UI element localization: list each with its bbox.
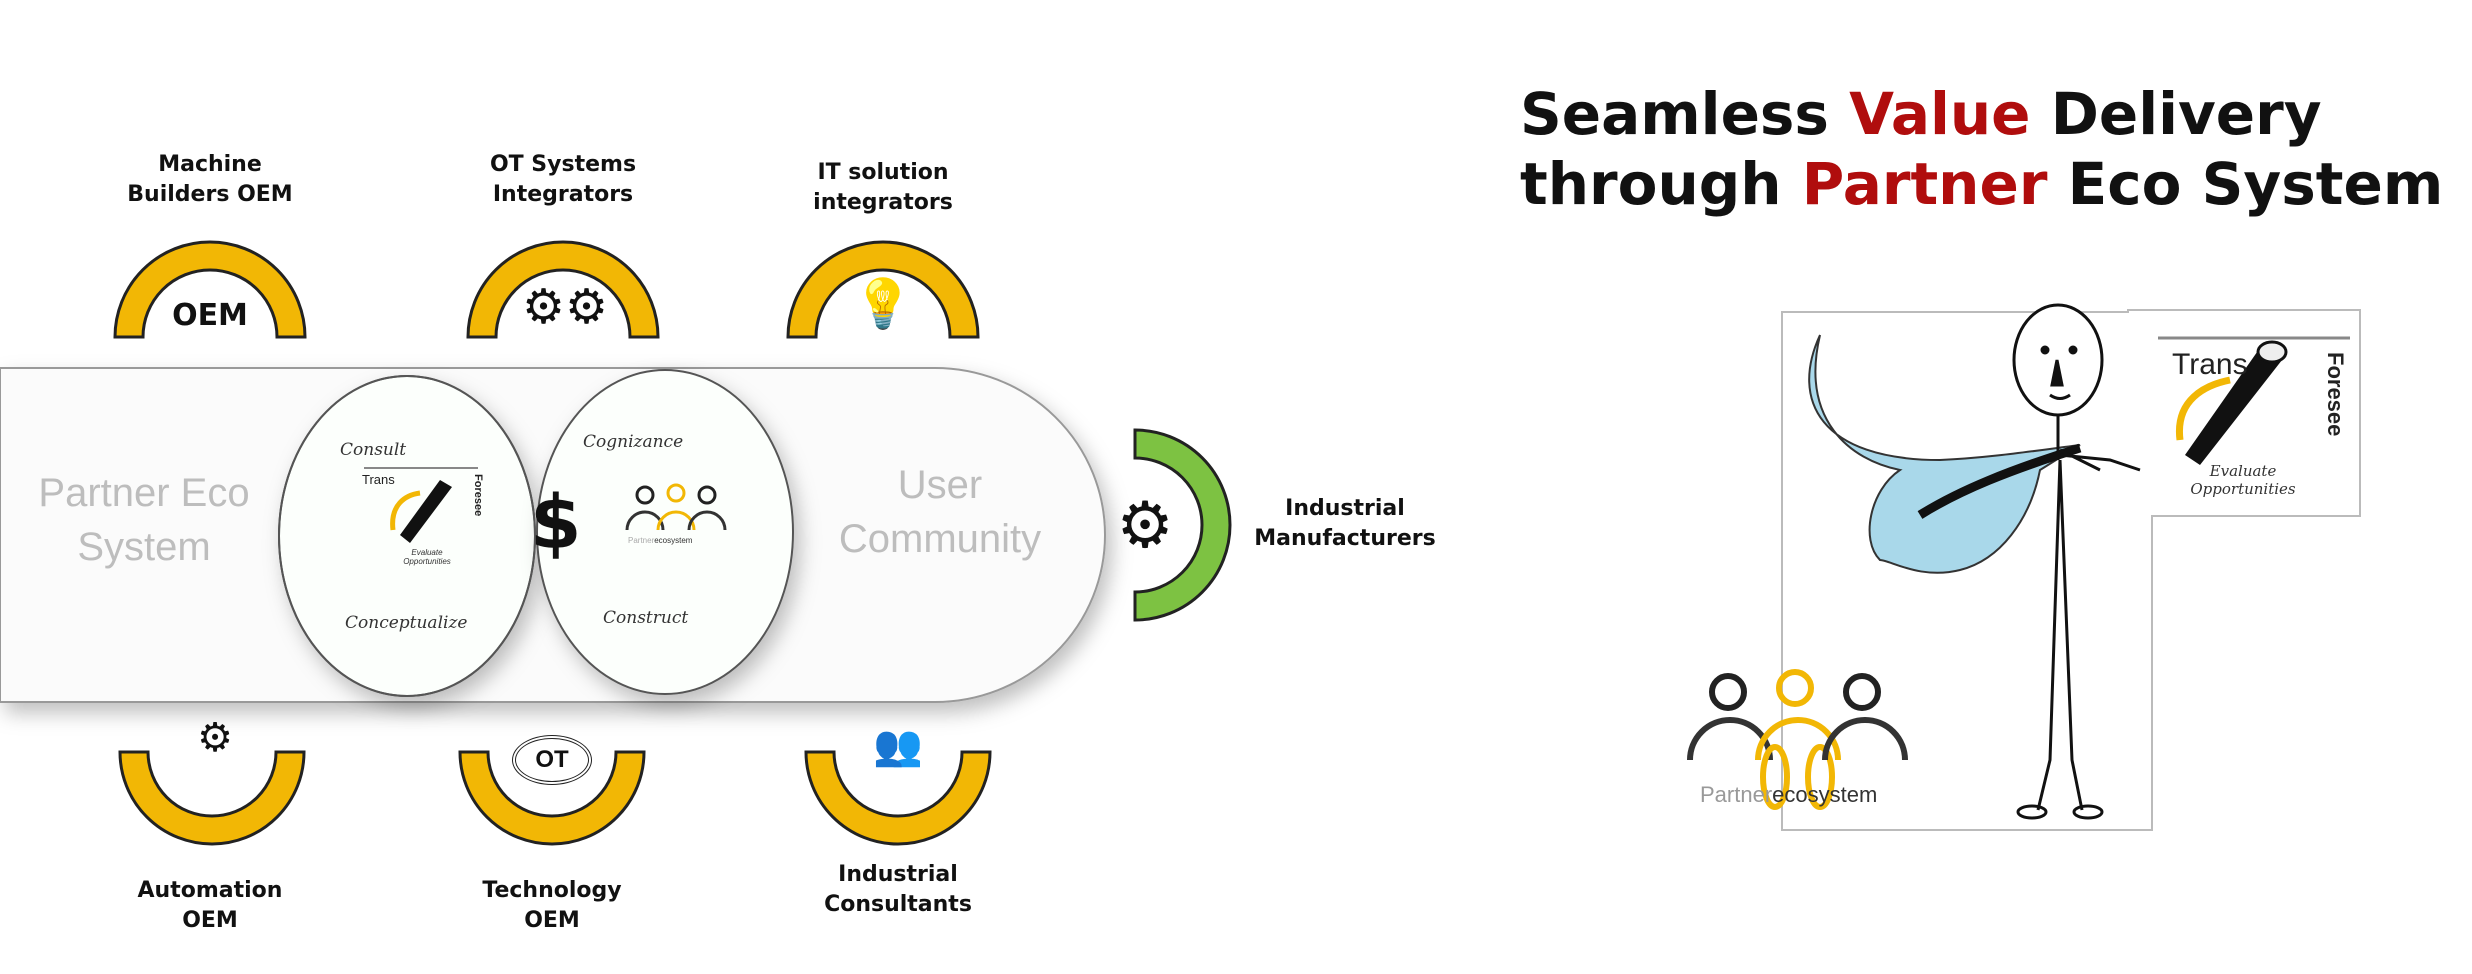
gears-icon: ⚙⚙ xyxy=(521,281,609,334)
automation-robot-icon: ⚙ xyxy=(197,716,233,760)
bottom-arches xyxy=(118,750,992,846)
oem-robot-arm-icon: OEM xyxy=(172,298,248,333)
venn-trans-text: Trans xyxy=(362,472,395,487)
arch-ot-systems xyxy=(466,240,660,339)
arch-industrial-manufacturers xyxy=(1133,428,1232,622)
venn-cognizance: Cognizance xyxy=(583,432,684,452)
trans-foresee-logo-telescope-icon xyxy=(2158,336,2350,465)
venn-construct: Construct xyxy=(603,608,689,628)
venn-foresee-text: Foresee xyxy=(472,474,484,517)
consultants-meeting-icon: 👥 xyxy=(873,724,923,768)
arch-it-solution xyxy=(786,240,980,339)
partner-ecosystem-wordmark: Partnerecosystem xyxy=(1700,782,1878,807)
venn-conceptualize: Conceptualize xyxy=(345,613,468,633)
venn-partner-ecosystem-text: Partnerecosystem xyxy=(628,536,693,545)
venn-right-circle xyxy=(536,369,794,695)
arch-automation xyxy=(118,750,306,846)
arch-machine-builders xyxy=(113,240,307,339)
foresee-text: Foresee xyxy=(2323,352,2348,437)
lightbulb-hands-icon: 💡 xyxy=(853,278,913,331)
factory-gear-icon: ⚙ xyxy=(1116,489,1174,561)
trans-text: Trans xyxy=(2172,348,2248,381)
superhero-stick-figure xyxy=(1808,303,2141,820)
venn-consult: Consult xyxy=(340,440,407,460)
partner-ecosystem-logo-people-icon xyxy=(1687,669,1908,810)
dollar-icon: $ xyxy=(530,480,582,566)
venn-trans-foresee-logo-icon xyxy=(364,467,478,543)
top-arches xyxy=(113,240,980,339)
title-line-2: through Partner Eco System xyxy=(1520,150,2444,218)
arch-technology xyxy=(458,750,646,846)
venn-partner-ecosystem-logo-icon xyxy=(625,483,727,531)
ot-wireless-icon: OT xyxy=(512,735,592,785)
arch-consultants xyxy=(804,750,992,846)
title-line-1: Seamless Value Delivery xyxy=(1520,80,2322,148)
